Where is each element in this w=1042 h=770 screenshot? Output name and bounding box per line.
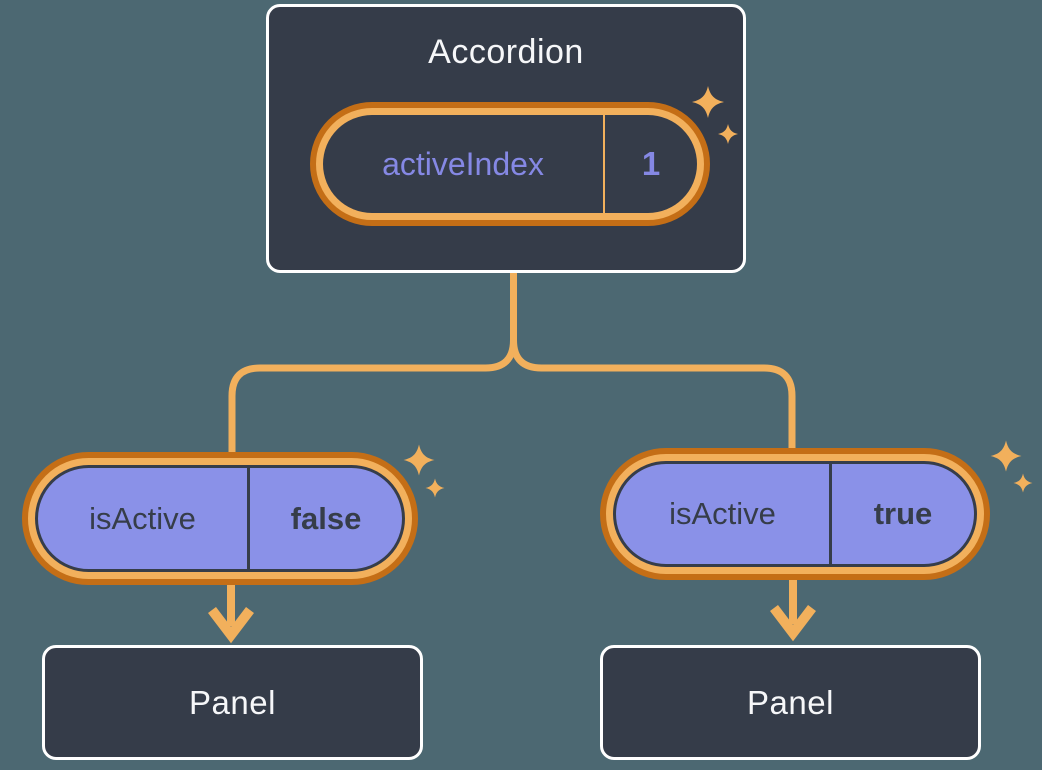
sparkle-icon (425, 478, 445, 498)
accordion-component-box: Accordion activeIndex 1 (266, 4, 746, 273)
panel-box-left: Panel (42, 645, 423, 760)
state-pill: activeIndex 1 (310, 102, 710, 226)
prop-value-label: true (873, 496, 933, 531)
state-value-label: 1 (641, 145, 661, 182)
sparkle-icon (1013, 473, 1033, 493)
prop-name-label: isActive (669, 496, 776, 531)
sparkle-icon (990, 440, 1022, 472)
state-name-label: activeIndex (382, 145, 544, 182)
pill-divider (603, 115, 605, 213)
arrow-down-left-head (208, 606, 254, 644)
prop-pill-right: isActive true (600, 448, 990, 580)
pill-divider (247, 468, 250, 569)
arrow-down-right-head (770, 604, 816, 642)
connector-right-branch (510, 271, 796, 454)
accordion-title: Accordion (428, 33, 584, 71)
panel-box-right: Panel (600, 645, 981, 760)
sparkle-icon (403, 444, 435, 476)
pill-divider (829, 464, 832, 564)
prop-pill-left: isActive false (22, 452, 418, 585)
panel-title: Panel (189, 683, 276, 721)
prop-name-label: isActive (89, 500, 196, 536)
prop-value-label: false (290, 500, 362, 536)
connector-left-branch (228, 271, 517, 458)
panel-title: Panel (747, 683, 834, 721)
